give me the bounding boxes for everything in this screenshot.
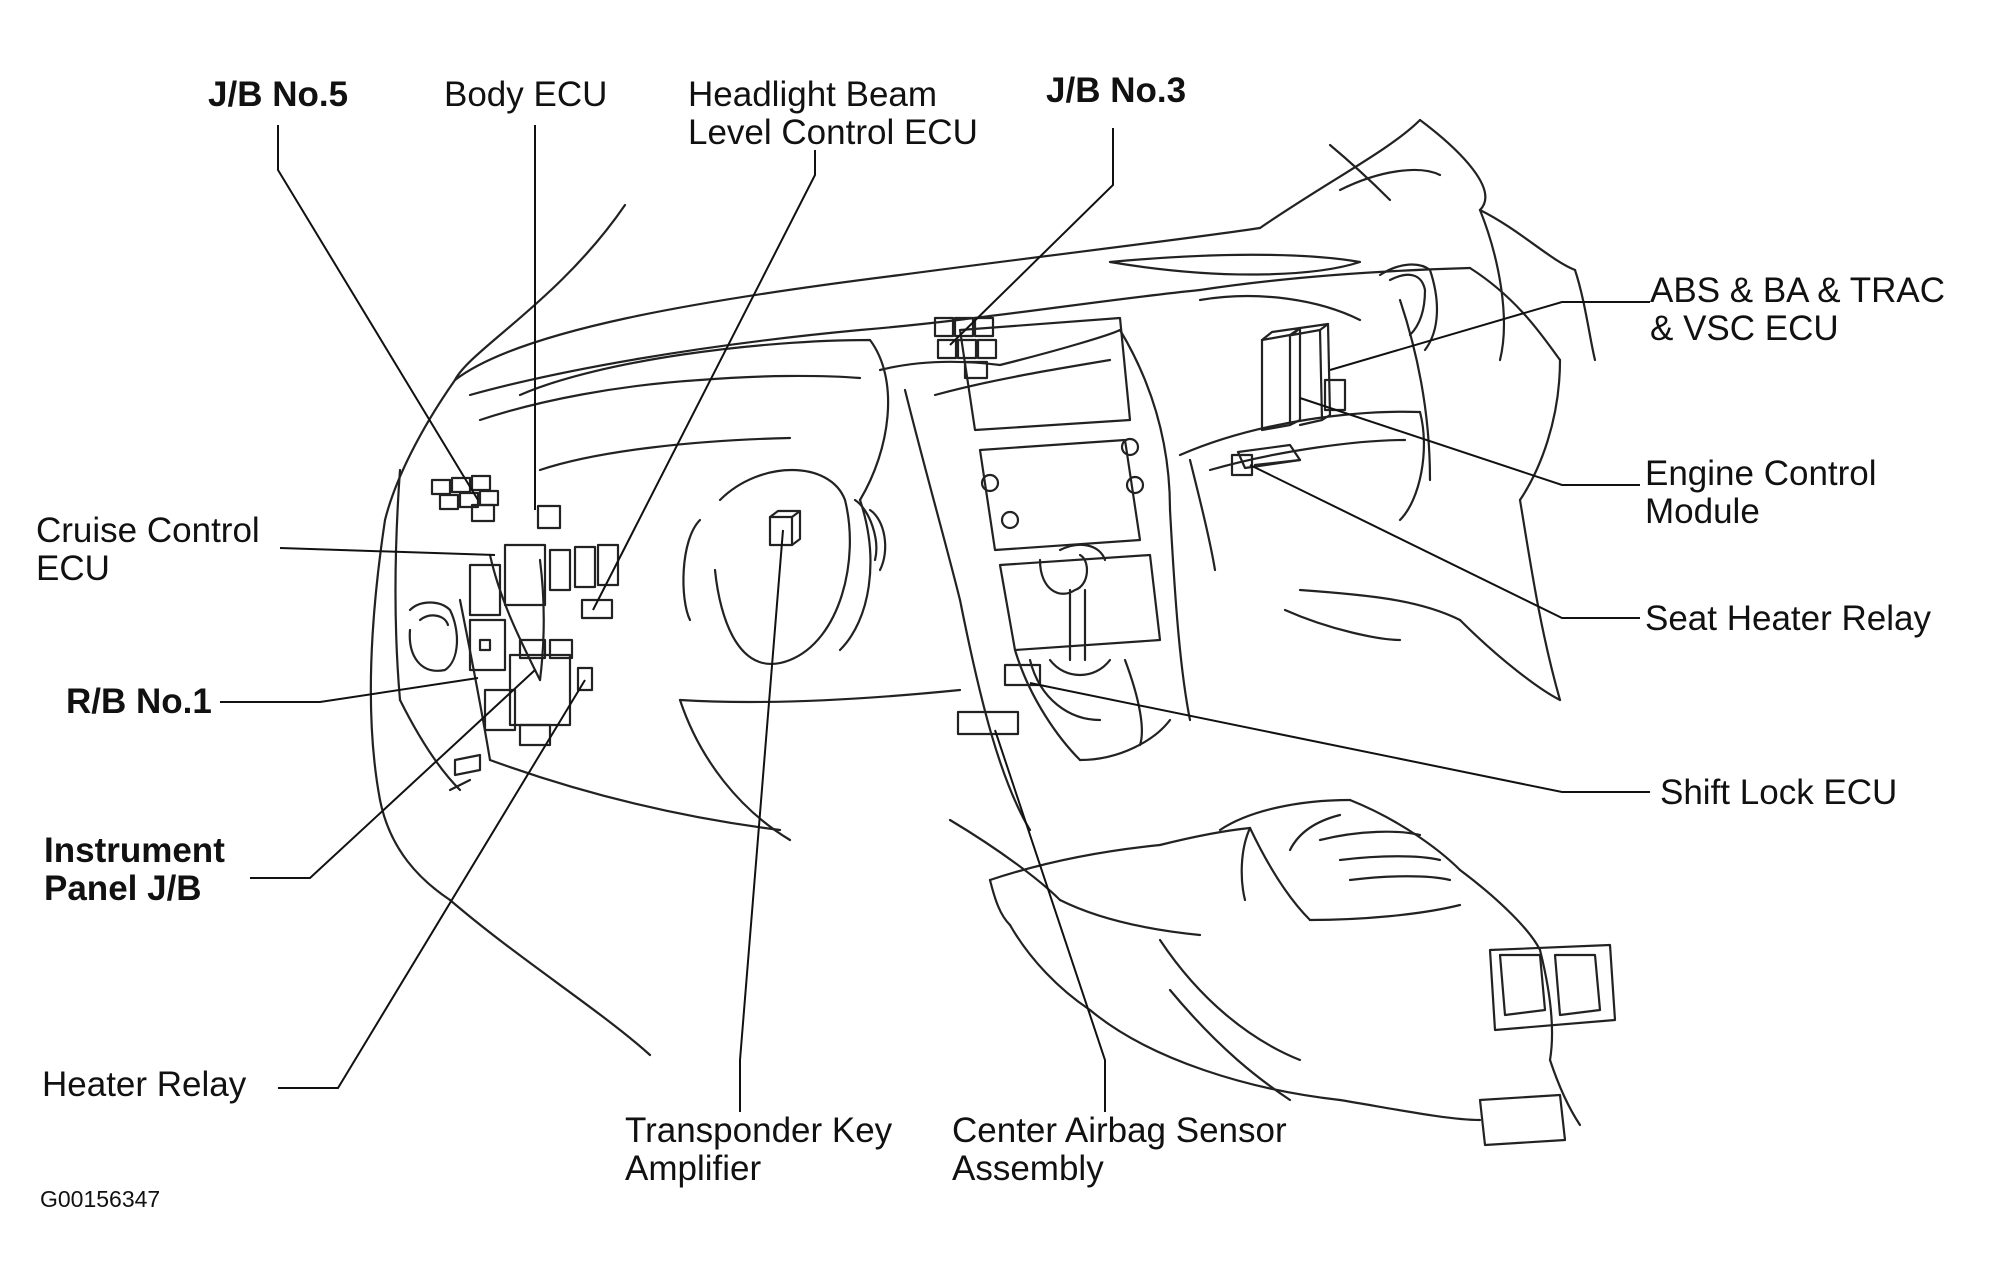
rb1-box <box>468 618 507 672</box>
jb5-relay <box>430 478 452 496</box>
leader-instrument-panel-jb <box>250 669 536 879</box>
leader-jb5 <box>277 125 479 501</box>
label-ecm-line2: Module <box>1645 492 1760 531</box>
left-junction-blocks <box>430 474 620 792</box>
leader-ecm <box>1299 397 1640 486</box>
label-transponder-line2: Amplifier <box>625 1149 762 1188</box>
label-cruise-line1: Cruise Control <box>36 511 260 550</box>
leader-seat-heater-relay <box>1249 464 1640 619</box>
abs-ecu-and-ecm <box>1230 322 1347 477</box>
leader-headlight-ecu <box>592 150 816 611</box>
label-cruise-line2: ECU <box>36 549 110 588</box>
center-stack <box>878 316 1192 832</box>
label-jb-no3: J/B No.3 <box>1046 71 1187 110</box>
label-ecm-line1: Engine Control <box>1645 454 1877 493</box>
windshield-outline <box>453 118 1597 382</box>
heater-relay-box <box>576 666 594 692</box>
leader-shift-lock-ecu <box>1029 682 1650 793</box>
label-body-ecu: Body ECU <box>444 75 608 114</box>
label-engine-control-module: Engine Control Module <box>1645 455 1877 531</box>
leader-cruise-control <box>279 547 496 556</box>
label-airbag-line2: Assembly <box>952 1149 1104 1188</box>
instrument-panel-jb-box <box>508 653 572 727</box>
center-airbag-sensor-box <box>956 710 1020 736</box>
label-instrument-panel-jb: Instrument Panel J/B <box>44 832 225 908</box>
left-side-panel <box>394 468 782 832</box>
center-console <box>988 798 1617 1147</box>
label-shift-lock-ecu: Shift Lock ECU <box>1660 773 1898 812</box>
label-airbag-line1: Center Airbag Sensor <box>952 1111 1287 1150</box>
label-ipjb-line1: Instrument <box>44 831 225 870</box>
leader-heater-relay <box>278 679 586 1089</box>
transponder-box-depth <box>768 509 802 547</box>
leader-rb1 <box>220 677 479 703</box>
glovebox-area <box>1178 410 1426 572</box>
jb3-blocks <box>933 316 998 380</box>
figure-code: G00156347 <box>40 1186 161 1212</box>
leader-transponder <box>739 529 784 1112</box>
label-heater-relay: Heater Relay <box>42 1065 247 1104</box>
leader-jb3 <box>949 128 1114 346</box>
seat-heater-relay-box <box>1230 453 1254 477</box>
label-headlight-line1: Headlight Beam <box>688 75 938 114</box>
label-abs-line1: ABS & BA & TRAC <box>1650 271 1946 310</box>
lower-dash-edge <box>678 498 1562 937</box>
label-abs-ba-trac-vsc-ecu: ABS & BA & TRAC & VSC ECU <box>1650 272 1945 348</box>
label-transponder-key-amplifier: Transponder Key Amplifier <box>625 1112 892 1188</box>
leader-abs-ecu <box>1329 301 1650 371</box>
instrument-cluster-hood <box>478 338 890 665</box>
label-headlight-line2: Level Control ECU <box>688 113 978 152</box>
shift-lock-ecu-box <box>1003 663 1042 687</box>
transponder-key-amplifier-box <box>768 515 794 547</box>
label-abs-line2: & VSC ECU <box>1650 309 1839 348</box>
leader-center-airbag <box>994 729 1106 1112</box>
label-headlight-beam-level-control-ecu: Headlight Beam Level Control ECU <box>688 76 978 152</box>
leader-lines <box>220 125 1650 1112</box>
dashboard-body <box>369 143 1562 1057</box>
label-rb-no1: R/B No.1 <box>66 682 212 721</box>
label-center-airbag-sensor-assembly: Center Airbag Sensor Assembly <box>952 1112 1287 1188</box>
label-seat-heater-relay: Seat Heater Relay <box>1645 599 1931 638</box>
body-ecu-box <box>536 504 562 530</box>
label-transponder-line1: Transponder Key <box>625 1111 893 1150</box>
label-cruise-control-ecu: Cruise Control ECU <box>36 512 260 588</box>
label-ipjb-line2: Panel J/B <box>44 869 202 908</box>
label-jb-no5: J/B No.5 <box>208 75 349 114</box>
